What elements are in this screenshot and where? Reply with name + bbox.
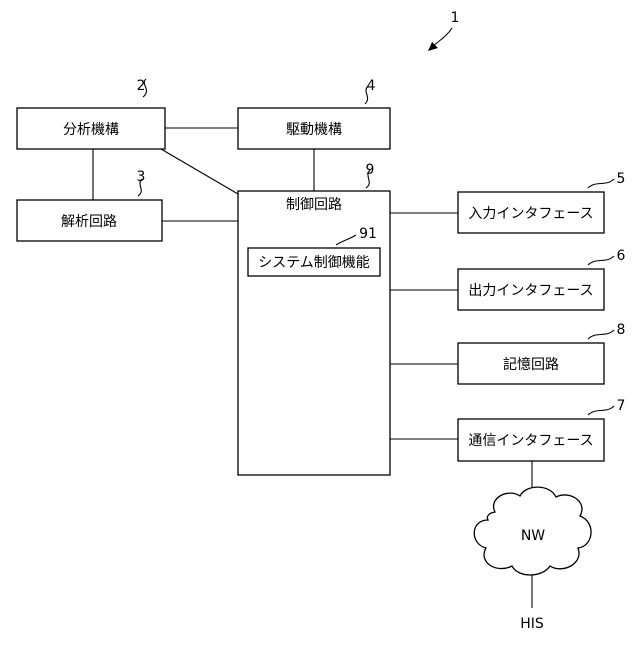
memory-circuit-label: 記憶回路 — [503, 356, 559, 373]
parsing-circuit-label: 解析回路 — [61, 214, 117, 230]
memory-ref-leader — [588, 330, 614, 339]
memory-ref-number: 8 — [617, 322, 626, 338]
output-interface-label: 出力インタフェース — [468, 283, 593, 299]
output-interface-block: 出力インタフェース — [458, 269, 604, 310]
drive-ref-number: 4 — [367, 78, 376, 94]
figure-arrow — [432, 28, 452, 47]
communication-interface-label: 通信インタフェース — [468, 433, 593, 449]
analysis-mechanism-label: 分析機構 — [63, 122, 119, 138]
system-control-function-block: システム制御機能 — [248, 248, 380, 276]
control-circuit-label: 制御回路 — [286, 197, 342, 213]
input-interface-label: 入力インタフェース — [468, 206, 593, 222]
input-interface-block: 入力インタフェース — [458, 192, 604, 233]
analysis-ref-number: 2 — [137, 78, 146, 94]
output-ref-leader — [588, 256, 614, 265]
analysis-mechanism-block: 分析機構 — [17, 108, 165, 149]
drive-mechanism-block: 駆動機構 — [238, 108, 390, 149]
his-label: HIS — [520, 616, 544, 632]
input-ref-number: 5 — [617, 171, 626, 187]
memory-circuit-block: 記憶回路 — [458, 343, 604, 384]
analysis-control-link — [161, 149, 238, 194]
communication-ref-leader — [588, 406, 614, 415]
parsing-circuit-block: 解析回路 — [17, 200, 162, 241]
communication-interface-block: 通信インタフェース — [458, 419, 604, 461]
network-label: NW — [521, 528, 545, 544]
figure-number: 1 — [451, 10, 460, 26]
output-ref-number: 6 — [617, 248, 626, 264]
network-cloud: NW — [474, 487, 591, 575]
communication-ref-number: 7 — [617, 398, 626, 414]
parsing-ref-number: 3 — [137, 169, 146, 185]
drive-mechanism-label: 駆動機構 — [286, 122, 342, 138]
system-control-ref-number: 91 — [359, 226, 377, 242]
input-ref-leader — [588, 179, 614, 188]
control-ref-number: 9 — [366, 162, 375, 178]
system-control-function-label: システム制御機能 — [258, 255, 370, 271]
